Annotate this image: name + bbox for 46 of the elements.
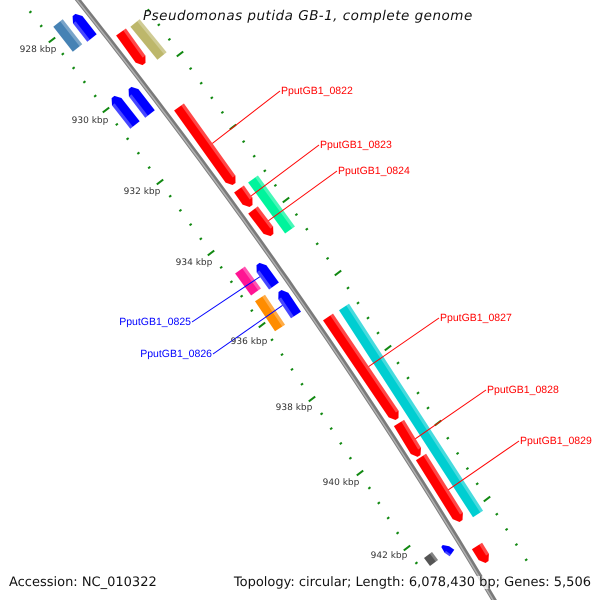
leader-line [368, 318, 440, 367]
footer-text: Accession: NC_010322 [9, 576, 157, 588]
gene-shape [174, 104, 236, 185]
gene-shape [323, 314, 399, 420]
gene-label: PputGB1_0822 [281, 86, 353, 96]
scale-label: 930 kbp [72, 116, 108, 126]
scale-label: 938 kbp [276, 404, 312, 412]
gene-bar [235, 266, 261, 296]
gene-shape [441, 545, 454, 556]
scale-label: 942 kbp [370, 552, 408, 560]
gene-bar [130, 19, 167, 60]
gene-label: PputGB1_0826 [140, 348, 212, 360]
leader-line [250, 144, 320, 196]
leader-line [414, 390, 486, 440]
gene-shape [394, 420, 421, 457]
gene-label: PputGB1_0827 [440, 312, 512, 324]
gene-bar [248, 176, 295, 234]
gene-shape [248, 206, 274, 236]
leader-line [448, 440, 520, 490]
leader-line [212, 90, 280, 144]
gene-shape [256, 262, 279, 290]
leader-line [192, 276, 260, 322]
gene-bar [424, 552, 438, 566]
gene-shape [472, 542, 489, 563]
scale-label: 932 kbp [124, 188, 160, 196]
gene-shape [112, 96, 140, 129]
gene-label: PputGB1_0824 [338, 166, 410, 176]
gene-shape [278, 290, 301, 318]
gene-shape [72, 14, 97, 42]
gene-bar [255, 294, 285, 332]
scale-label: 936 kbp [230, 338, 268, 346]
scale-label: 934 kbp [176, 258, 212, 268]
gene-shape [416, 454, 463, 522]
scale-label: 940 kbp [322, 478, 360, 488]
gene-label: PputGB1_0829 [520, 436, 592, 446]
gene-shape [116, 28, 146, 66]
gene-shape [128, 86, 155, 118]
leader-line [268, 170, 338, 222]
gene-label: PputGB1_0825 [119, 316, 191, 328]
title: Pseudomonas putida GB-1, complete genome [143, 10, 473, 24]
gene-shape [234, 186, 252, 207]
leader-line [212, 304, 283, 354]
gene-label: PputGB1_0828 [487, 384, 559, 396]
scale-label: 928 kbp [20, 46, 56, 54]
gene-label: PputGB1_0823 [320, 140, 392, 150]
footer-text: Topology: circular; Length: 6,078,430 bp; Genes: 5,506 [234, 576, 591, 588]
